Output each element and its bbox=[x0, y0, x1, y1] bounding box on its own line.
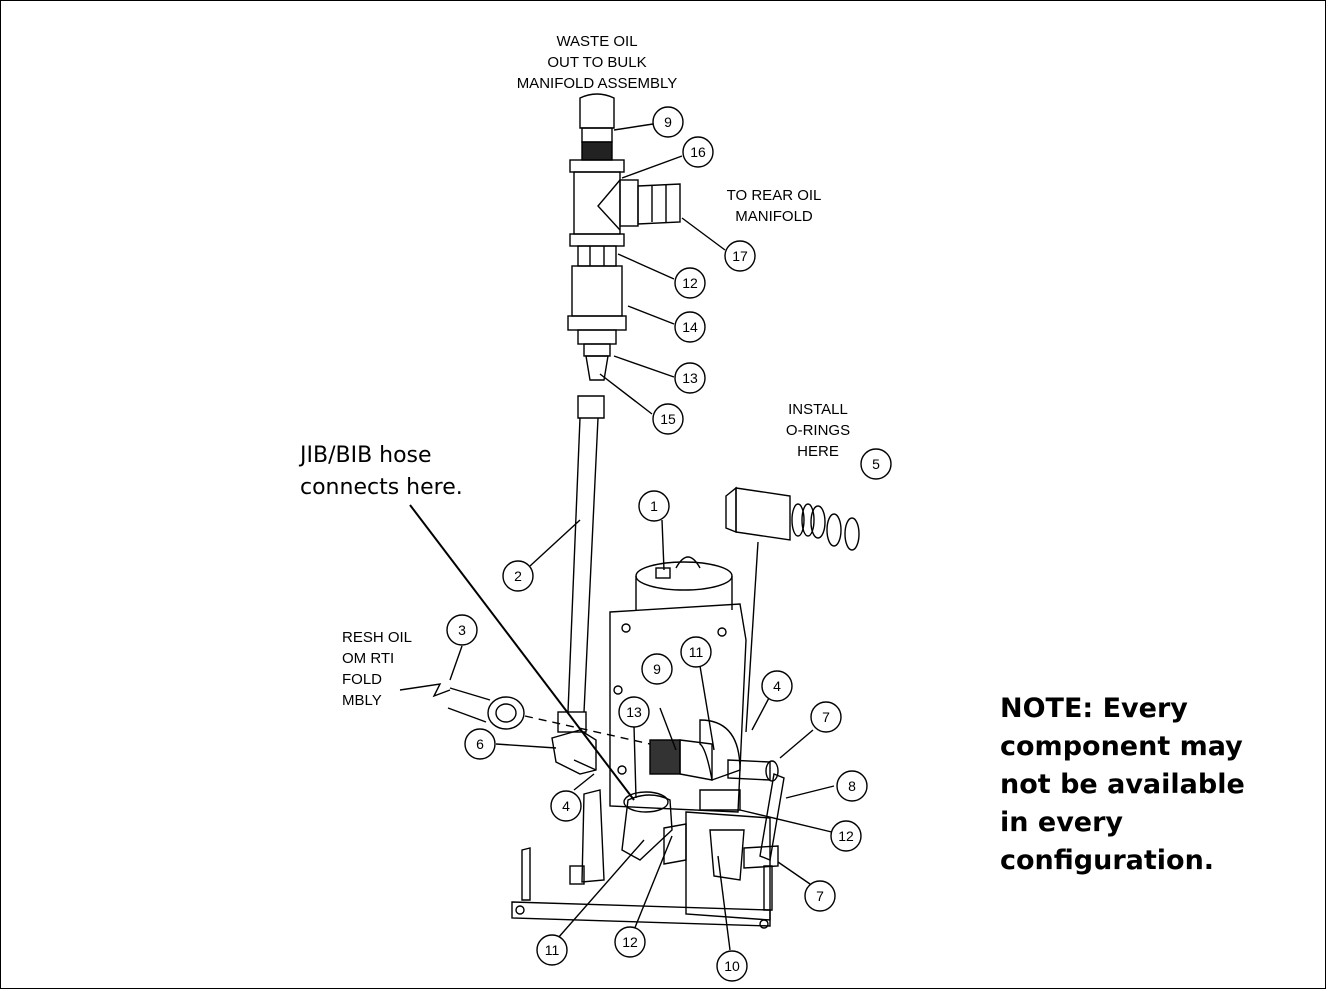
note-line3: not be available bbox=[1000, 769, 1245, 800]
jib-bib-line2: connects here. bbox=[300, 475, 463, 500]
svg-text:15: 15 bbox=[660, 411, 676, 427]
callout-9-top: 9 bbox=[652, 106, 684, 138]
elbow-fitting bbox=[551, 729, 597, 775]
callout-balloons: 9 16 17 12 14 13 15 5 1 2 3 11 9 13 4 7 … bbox=[446, 106, 892, 982]
filter-housing bbox=[635, 556, 733, 610]
rear-oil-label: TO REAR OIL MANIFOLD bbox=[727, 187, 822, 225]
svg-text:13: 13 bbox=[682, 370, 698, 386]
fresh-oil-line2: OM RTI bbox=[342, 650, 394, 667]
svg-text:11: 11 bbox=[545, 942, 560, 958]
filter-mounting-plate bbox=[581, 603, 747, 883]
svg-text:9: 9 bbox=[653, 661, 661, 677]
svg-text:8: 8 bbox=[848, 778, 856, 794]
callout-14: 14 bbox=[674, 311, 706, 343]
rear-oil-line1: TO REAR OIL bbox=[727, 187, 822, 204]
oring-fitting bbox=[725, 486, 860, 551]
install-line2: O-RINGS bbox=[786, 422, 850, 439]
svg-text:12: 12 bbox=[622, 934, 638, 950]
availability-note: NOTE: Every component may not be availab… bbox=[1000, 690, 1290, 880]
callout-5: 5 bbox=[860, 448, 892, 480]
fresh-oil-label: RESH OIL OM RTI FOLD MBLY bbox=[342, 629, 412, 709]
callout-4-right: 4 bbox=[761, 670, 793, 702]
svg-text:2: 2 bbox=[514, 568, 522, 584]
install-line1: INSTALL bbox=[788, 401, 848, 418]
waste-oil-label: WASTE OIL OUT TO BULK MANIFOLD ASSEMBLY bbox=[517, 33, 678, 92]
note-line4: in every bbox=[1000, 807, 1124, 838]
callout-7-bottom: 7 bbox=[804, 880, 836, 912]
install-orings-label: INSTALL O-RINGS HERE bbox=[786, 401, 850, 460]
callout-7-top: 7 bbox=[810, 701, 842, 733]
fresh-oil-line4: MBLY bbox=[342, 692, 382, 709]
svg-text:17: 17 bbox=[732, 248, 748, 264]
callout-8: 8 bbox=[836, 770, 868, 802]
svg-text:14: 14 bbox=[682, 319, 698, 335]
svg-text:13: 13 bbox=[626, 704, 642, 720]
install-line3: HERE bbox=[797, 443, 839, 460]
callout-3: 3 bbox=[446, 614, 478, 646]
callout-6: 6 bbox=[464, 728, 496, 760]
svg-text:1: 1 bbox=[650, 498, 658, 514]
fresh-oil-line1: RESH OIL bbox=[342, 629, 412, 646]
pump-elbows bbox=[621, 719, 779, 921]
callout-15: 15 bbox=[652, 403, 684, 435]
jib-bib-label: JIB/BIB hose connects here. bbox=[300, 440, 463, 504]
hose-assembly bbox=[557, 395, 605, 733]
callout-10: 10 bbox=[716, 950, 748, 982]
callout-13-mid: 13 bbox=[618, 696, 650, 728]
callout-2: 2 bbox=[502, 560, 534, 592]
waste-oil-line1: WASTE OIL bbox=[556, 33, 637, 50]
svg-text:5: 5 bbox=[872, 456, 880, 472]
svg-text:12: 12 bbox=[682, 275, 698, 291]
callout-17: 17 bbox=[724, 240, 756, 272]
svg-text:10: 10 bbox=[724, 958, 740, 974]
callout-11-bottom: 11 bbox=[536, 934, 568, 966]
base-channel bbox=[511, 847, 773, 929]
note-line1: NOTE: Every bbox=[1000, 693, 1188, 724]
note-line2: component may bbox=[1000, 731, 1243, 762]
callout-13-top: 13 bbox=[674, 362, 706, 394]
rear-oil-line2: MANIFOLD bbox=[735, 208, 813, 225]
leader-lines bbox=[409, 123, 841, 951]
callout-16: 16 bbox=[682, 136, 714, 168]
callout-9-mid: 9 bbox=[641, 653, 673, 685]
svg-text:11: 11 bbox=[689, 644, 704, 660]
svg-text:4: 4 bbox=[773, 678, 781, 694]
callout-1: 1 bbox=[638, 490, 670, 522]
svg-text:4: 4 bbox=[562, 798, 570, 814]
top-fitting-stack bbox=[567, 93, 681, 381]
svg-text:7: 7 bbox=[822, 709, 830, 725]
callout-11-mid: 11 bbox=[680, 636, 712, 668]
callout-12-right: 12 bbox=[830, 820, 862, 852]
callout-4-left: 4 bbox=[550, 790, 582, 822]
svg-text:16: 16 bbox=[690, 144, 706, 160]
svg-text:7: 7 bbox=[816, 888, 824, 904]
waste-oil-line3: MANIFOLD ASSEMBLY bbox=[517, 75, 678, 92]
callout-12-top: 12 bbox=[674, 267, 706, 299]
return-hose bbox=[759, 773, 785, 861]
jib-bib-line1: JIB/BIB hose bbox=[300, 443, 432, 468]
fresh-oil-hose bbox=[399, 683, 651, 745]
note-line5: configuration. bbox=[1000, 845, 1215, 876]
svg-text:6: 6 bbox=[476, 736, 484, 752]
svg-text:12: 12 bbox=[838, 828, 854, 844]
waste-oil-line2: OUT TO BULK bbox=[547, 54, 646, 71]
fresh-oil-line3: FOLD bbox=[342, 671, 382, 688]
svg-text:9: 9 bbox=[664, 114, 672, 130]
svg-text:3: 3 bbox=[458, 622, 466, 638]
callout-12-bottom: 12 bbox=[614, 926, 646, 958]
